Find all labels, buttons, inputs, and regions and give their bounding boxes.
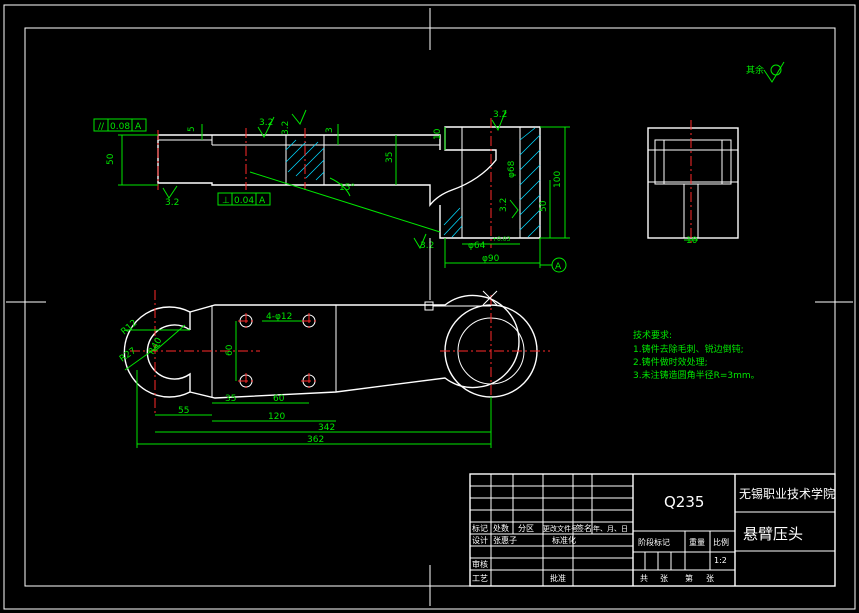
- sheet-index: 第: [685, 573, 693, 583]
- dim-h50: 50: [106, 153, 116, 165]
- ra-2: 3.2: [281, 121, 291, 135]
- title-block: 标记 处数 分区 更改文件号 签名 年、月、日 设计 张惠子 标准化 审核 工艺…: [469, 473, 836, 587]
- dim-holes: 4-φ12: [266, 312, 292, 322]
- svg-text://: //: [98, 122, 105, 132]
- dim-60v: 60: [225, 344, 235, 356]
- dim-phi64: φ64: [468, 241, 486, 251]
- dim-phi68: φ68: [507, 160, 517, 178]
- row-review: 审核: [472, 559, 488, 569]
- hdr-count: 处数: [493, 523, 509, 533]
- dim-35: 35: [385, 152, 395, 163]
- front-dimensions: // 0.08 A ⊥ 0.04 A 50 5 3 10 35 15° 100 …: [93, 61, 785, 300]
- side-dim-10: 10: [686, 236, 698, 246]
- ra-1: 3.2: [259, 118, 273, 128]
- tech-req-1: 1.铸件去除毛刺、锐边倒钝;: [633, 343, 744, 355]
- ra-3: 3.2: [493, 110, 507, 120]
- school-name: 无锡职业技术学院: [739, 486, 835, 501]
- ra-5: 3.2: [499, 198, 509, 212]
- row-approve: 批准: [550, 573, 566, 583]
- dim-362: 362: [307, 435, 324, 445]
- dim-342: 342: [318, 423, 335, 433]
- dim-50b: 50: [539, 200, 549, 212]
- datum-a-label-2: A: [259, 196, 266, 206]
- dim-angle-15: 15°: [339, 183, 355, 193]
- dim-r40: R40: [147, 336, 165, 357]
- dim-100: 100: [553, 171, 563, 188]
- tech-req-3: 3.未注铸造圆角半径R=3mm。: [633, 369, 760, 381]
- scale-value: 1:2: [714, 556, 727, 565]
- stage-weight: 重量: [689, 537, 705, 547]
- svg-text:⊥: ⊥: [222, 196, 230, 206]
- dim-phi64-tol: +0.03: [492, 236, 511, 243]
- surface-rest-label: 其余: [746, 64, 764, 76]
- datum-a-label: A: [135, 122, 142, 132]
- ra-6: 3.2: [420, 241, 434, 251]
- sheet-unit-1: 张: [660, 574, 668, 583]
- dim-5: 5: [187, 126, 197, 132]
- top-view: [123, 290, 550, 415]
- hdr-date: 年、月、日: [593, 524, 628, 533]
- standardize: 标准化: [552, 535, 576, 545]
- stage-mark: 阶段标记: [638, 537, 670, 547]
- dim-60h: 60: [273, 394, 285, 404]
- tech-requirements: 技术要求: 1.铸件去除毛刺、锐边倒钝; 2.铸件做时效处理; 3.未注铸造圆角…: [633, 329, 760, 381]
- material: Q235: [664, 493, 704, 511]
- side-view: 10: [647, 120, 739, 246]
- stage-scale: 比例: [713, 537, 729, 547]
- row-process: 工艺: [472, 574, 488, 583]
- dim-55: 55: [178, 406, 189, 416]
- outer-border: [3, 4, 856, 610]
- perp-tolerance: 0.04: [234, 196, 254, 206]
- dim-phi90: φ90: [482, 254, 500, 264]
- parallel-tolerance: 0.08: [110, 122, 130, 132]
- top-dimensions: R12 R40 R27 4-φ12 60 55 35 60 120 342 36…: [118, 312, 492, 448]
- row-design: 设计: [472, 535, 488, 545]
- front-view: [157, 118, 541, 248]
- drawing-frame: [24, 27, 836, 587]
- sheet-total: 共: [640, 574, 648, 583]
- sheet-unit-2: 张: [706, 574, 714, 583]
- ra-4: 3.2: [165, 198, 179, 208]
- dim-120: 120: [268, 412, 285, 422]
- hdr-zone: 分区: [518, 524, 534, 533]
- tech-req-title: 技术要求:: [633, 329, 672, 341]
- dim-3: 3: [325, 127, 335, 133]
- datum-a-circle: A: [555, 262, 562, 272]
- hdr-sign: 签名: [576, 523, 592, 533]
- designer-name: 张惠子: [493, 535, 517, 545]
- part-name: 悬臂压头: [743, 525, 803, 543]
- hdr-change: 更改文件号: [543, 524, 578, 533]
- dim-r27: R27: [118, 346, 138, 364]
- dim-10: 10: [433, 128, 443, 140]
- hdr-mark: 标记: [472, 523, 488, 533]
- tech-req-2: 2.铸件做时效处理;: [633, 356, 708, 368]
- dim-35: 35: [225, 394, 236, 404]
